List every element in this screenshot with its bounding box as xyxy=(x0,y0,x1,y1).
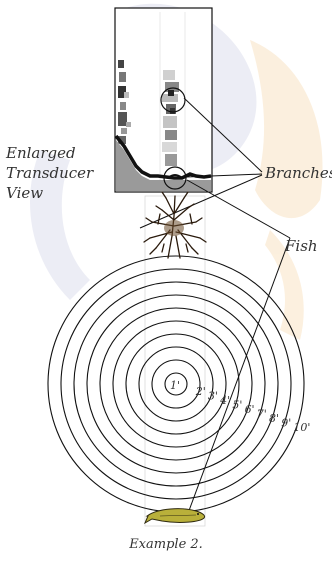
sonar-screen xyxy=(115,8,212,192)
depth-ring-label: 9' xyxy=(281,416,291,429)
fish-icon xyxy=(145,509,205,523)
tree-icon xyxy=(144,192,206,258)
depth-ring-label: 1' xyxy=(170,379,180,392)
depth-ring-label: 7' xyxy=(257,407,267,420)
depth-ring-label: 10' xyxy=(293,421,310,434)
depth-ring-label: 8' xyxy=(269,412,279,425)
depth-rings: 1' 2'3'4'5'6'7'8'9'10' xyxy=(48,256,310,512)
depth-ring-label: 4' xyxy=(219,394,230,407)
enlarged-transducer-label: Enlarged Transducer View xyxy=(6,143,93,203)
depth-ring-label: 5' xyxy=(232,399,242,412)
label-line-view: View xyxy=(6,183,93,203)
depth-ring-label: 2' xyxy=(195,385,206,398)
beam-column xyxy=(145,196,205,526)
branches-label: Branches xyxy=(265,163,332,183)
depth-ring-label: 6' xyxy=(245,403,255,416)
label-line-enlarged: Enlarged xyxy=(6,143,93,163)
label-line-transducer: Transducer xyxy=(6,163,93,183)
fish-label: Fish xyxy=(285,236,318,256)
depth-ring-label: 3' xyxy=(208,390,218,403)
figure-caption: Example 2. xyxy=(0,537,332,552)
